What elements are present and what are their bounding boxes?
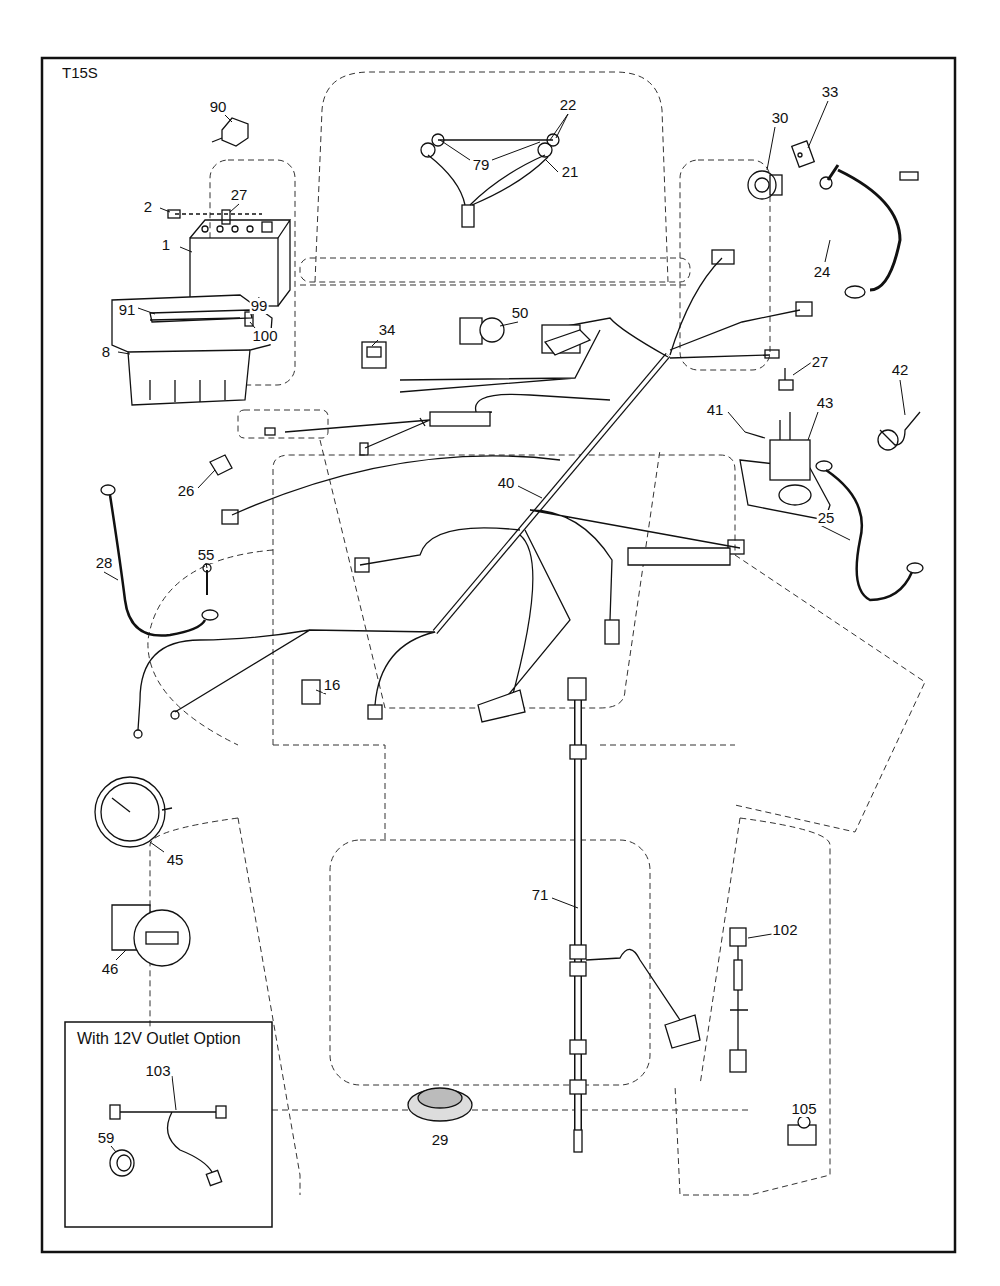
inset-frame [65, 1022, 272, 1227]
callout-number: 91 [118, 302, 137, 318]
callout-number: 90 [209, 99, 228, 115]
battery-cable-positive [820, 165, 918, 298]
callout-number: 43 [816, 395, 835, 411]
hour-meter [112, 905, 190, 966]
relay [788, 1116, 816, 1145]
seat-harness [730, 928, 748, 1072]
callout-number: 46 [101, 961, 120, 977]
leader-lines [104, 101, 905, 1152]
callout-number: 28 [95, 555, 114, 571]
light-harness [421, 134, 559, 227]
callout-number: 55 [197, 547, 216, 563]
model-title: T15S [62, 64, 98, 81]
callout-number: 27 [811, 354, 830, 370]
callout-number: 8 [101, 344, 111, 360]
callout-number: 25 [817, 510, 836, 526]
callout-number: 26 [177, 483, 196, 499]
callout-number: 42 [891, 362, 910, 378]
callout-number: 45 [166, 852, 185, 868]
switches [210, 318, 590, 704]
callout-number: 105 [790, 1101, 817, 1117]
callout-number: 99 [250, 298, 269, 314]
battery [168, 210, 290, 306]
callout-number: 41 [706, 402, 725, 418]
callout-number: 100 [251, 328, 278, 344]
callout-number: 1 [161, 237, 171, 253]
terminal-boot [878, 412, 920, 450]
inset-heading: With 12V Outlet Option [65, 1022, 272, 1048]
callout-number: 27 [230, 187, 249, 203]
callout-number: 16 [323, 677, 342, 693]
ignition-switch [748, 171, 782, 199]
main-harness [134, 250, 812, 738]
callout-number: 22 [559, 97, 578, 113]
battery-cable-negative [816, 461, 923, 600]
callout-number: 29 [431, 1132, 450, 1148]
callout-number: 103 [144, 1063, 171, 1079]
outlet-harness [110, 1105, 226, 1186]
callout-number: 30 [771, 110, 790, 126]
callout-number: 34 [378, 322, 397, 338]
option-inset: With 12V Outlet Option [65, 1022, 272, 1227]
tractor-outline [148, 72, 925, 1195]
ground-cable [101, 485, 218, 636]
key [792, 141, 815, 167]
callout-number: 24 [813, 264, 832, 280]
callout-number: 21 [561, 164, 580, 180]
seat-switch [408, 1088, 472, 1121]
outlet [110, 1150, 134, 1176]
callout-number: 33 [821, 84, 840, 100]
rear-harness [568, 678, 700, 1152]
callout-number: 2 [143, 199, 153, 215]
callout-number: 79 [472, 157, 491, 173]
frame [42, 58, 955, 1252]
battery-tray [112, 295, 272, 405]
solenoid [740, 368, 830, 520]
callout-number: 102 [771, 922, 798, 938]
callout-number: 71 [531, 887, 550, 903]
callout-number: 40 [497, 475, 516, 491]
gauge [95, 777, 172, 847]
callout-number: 59 [97, 1130, 116, 1146]
knob [212, 118, 248, 146]
callout-number: 50 [511, 305, 530, 321]
